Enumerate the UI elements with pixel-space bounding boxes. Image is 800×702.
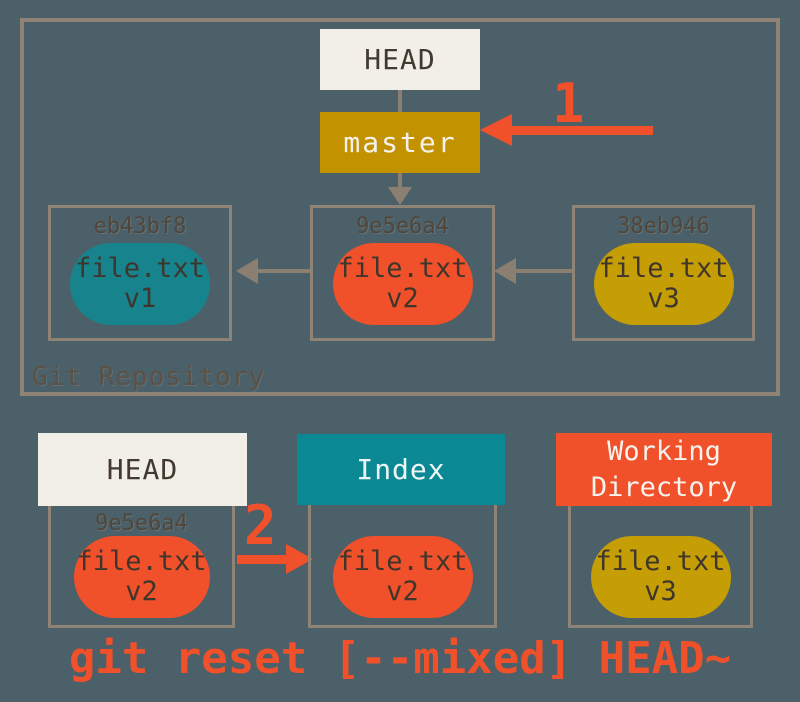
master-to-commit-arrow-line — [398, 173, 402, 188]
commit-hash-label: 38eb946 — [617, 214, 710, 239]
file-version: v1 — [123, 283, 157, 314]
commit-hash-label: 9e5e6a4 — [356, 214, 449, 239]
file-version: v2 — [386, 283, 419, 314]
master-to-commit-arrowhead-icon — [388, 187, 412, 205]
step-1-arrowhead-icon — [480, 114, 512, 146]
step-1-arrow-line — [512, 126, 653, 135]
working-directory-file-v3: file.txt v3 — [590, 536, 731, 618]
index-tree-header: Index — [297, 434, 505, 505]
file-name: file.txt — [337, 252, 468, 284]
head-tree-header: HEAD — [38, 433, 247, 506]
step-2-number: 2 — [244, 494, 277, 557]
file-snapshot-v1: file.txt v1 — [70, 243, 210, 325]
file-name: file.txt — [595, 545, 726, 577]
file-name: file.txt — [76, 545, 207, 577]
index-tree-box: file.txt v2 — [308, 502, 497, 628]
commit-box-38eb946: 38eb946 file.txt v3 — [572, 205, 755, 341]
git-repository-frame — [20, 18, 780, 396]
file-name: file.txt — [337, 545, 468, 577]
working-directory-box: file.txt v3 — [568, 502, 753, 628]
working-directory-header: Working Directory — [556, 433, 772, 506]
step-1-number: 1 — [552, 72, 585, 135]
commit3-to-commit2-arrowhead-icon — [494, 258, 516, 284]
git-command-caption: git reset [--mixed] HEAD~ — [68, 633, 732, 684]
file-version: v3 — [644, 576, 677, 607]
file-version: v2 — [386, 576, 419, 607]
file-name: file.txt — [74, 252, 206, 284]
commit3-to-commit2-arrow-line — [515, 269, 572, 273]
head-to-master-connector — [398, 90, 402, 113]
commit-hash-label: eb43bf8 — [93, 214, 187, 239]
file-version: v2 — [125, 576, 158, 607]
master-branch-box: master — [320, 112, 480, 173]
commit2-to-commit1-arrow-line — [257, 269, 310, 273]
head-tree-box: 9e5e6a4 file.txt v2 — [48, 502, 235, 628]
head-pointer-box: HEAD — [320, 29, 480, 90]
head-tree-hash-label: 9e5e6a4 — [95, 511, 188, 536]
file-version: v3 — [647, 283, 680, 314]
git-repository-label: Git Repository — [32, 362, 266, 392]
commit-box-9e5e6a4: 9e5e6a4 file.txt v2 — [310, 205, 495, 341]
commit2-to-commit1-arrowhead-icon — [236, 258, 258, 284]
step-2-arrow-line — [237, 555, 286, 564]
index-tree-file-v2: file.txt v2 — [332, 536, 473, 618]
commit-box-eb43bf8: eb43bf8 file.txt v1 — [48, 205, 232, 341]
head-tree-file-v2: file.txt v2 — [73, 536, 210, 618]
file-snapshot-v3: file.txt v3 — [593, 243, 734, 325]
file-name: file.txt — [598, 252, 729, 284]
file-snapshot-v2: file.txt v2 — [332, 243, 473, 325]
